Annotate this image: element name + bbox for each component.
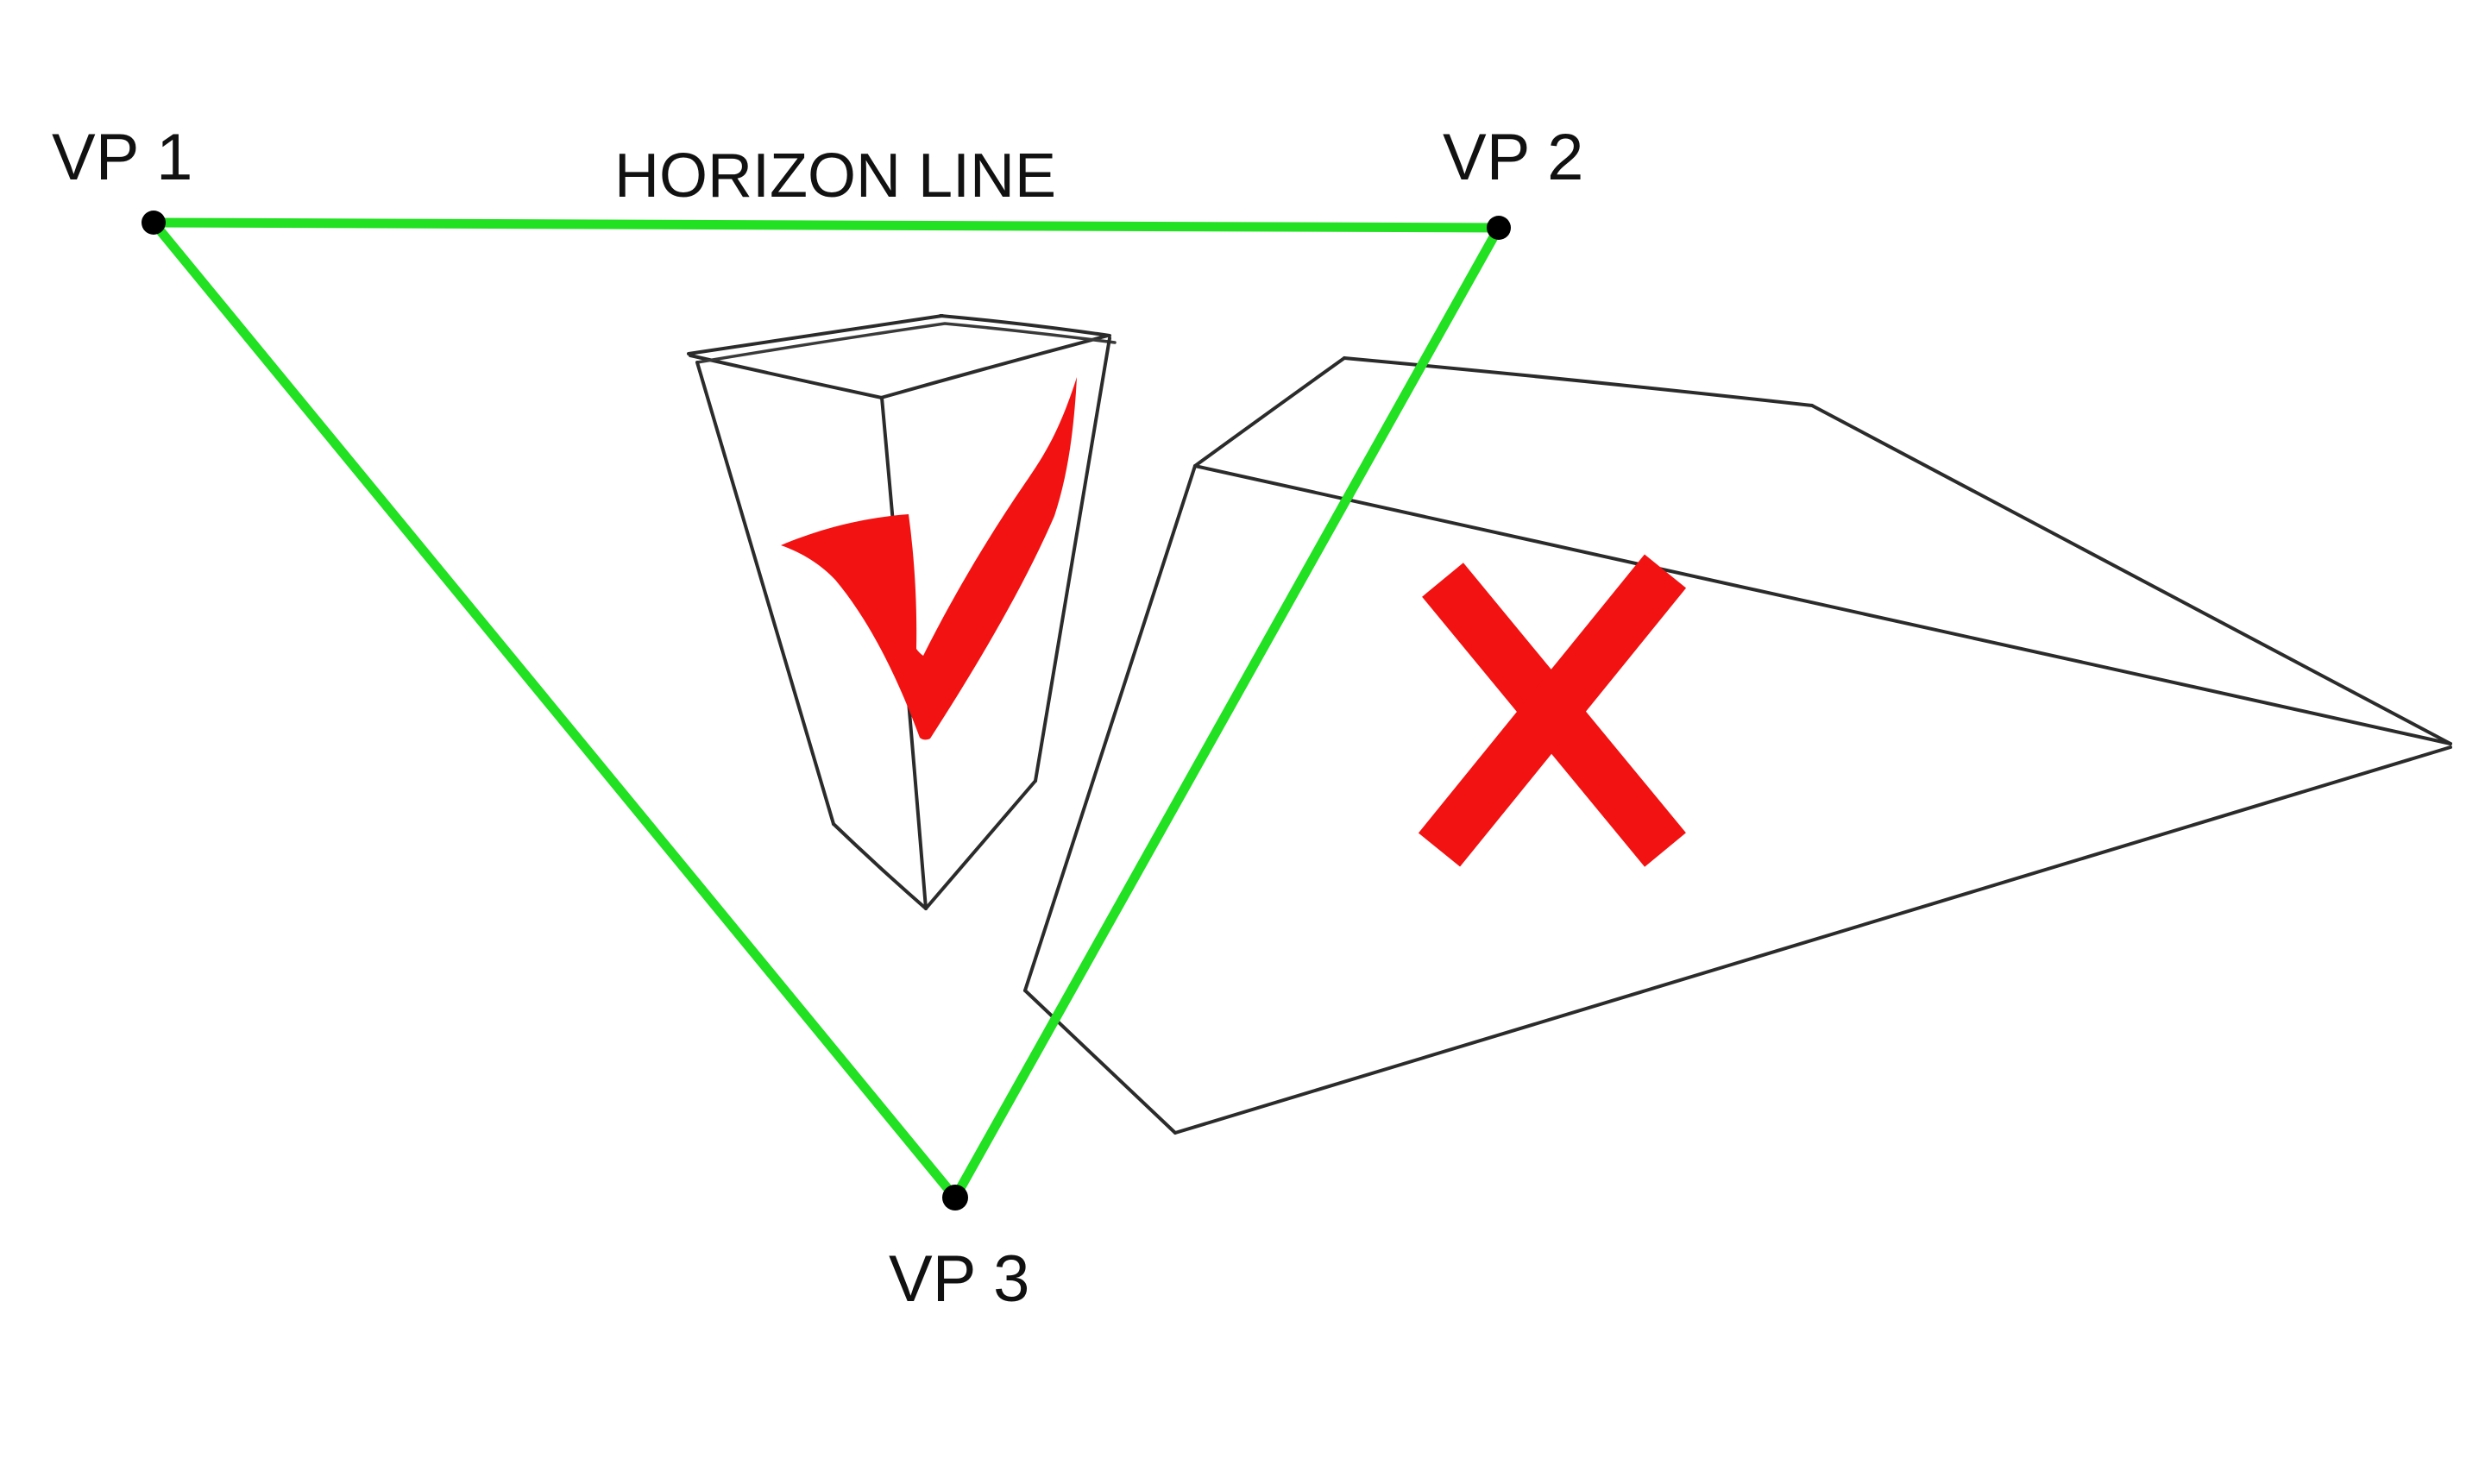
horizon-line-label: HORIZON LINE [614,141,1056,211]
wrong-edge-upper-right-descending [1810,404,2452,745]
box-top-face-edge-front-left [689,354,884,399]
box-top-face-edge-right-front [879,334,1110,399]
incorrect-shape-sketch [1023,356,2452,1135]
wrong-edge-bottom-long [1173,745,2452,1135]
cross-mark-icon [1418,554,1687,867]
wrong-edge-middle-long [1193,464,2452,745]
vp1-label: VP 1 [52,121,192,194]
horizon-line [153,217,1500,233]
box-bottom-edge-front-right [924,779,1037,910]
triangle-edge-vp1-vp3 [149,219,959,1201]
check-mark-icon [781,377,1077,740]
box-top-rim-inner [695,322,1117,364]
box-vertical-edge-left [695,361,835,826]
vp2-label: VP 2 [1443,121,1583,194]
box-bottom-edge-left-front [832,822,928,910]
box-top-face-edge-back-right [939,314,1111,337]
triangle-edge-vp2-vp3 [951,225,1503,1200]
vp3-dot [942,1185,968,1210]
wrong-edge-peak-to-left [1193,356,1346,468]
vanishing-point-triangle [149,217,1503,1201]
wrong-edge-bottom-left-short [1023,989,1177,1135]
vp2-dot [1487,216,1511,240]
vp3-label: VP 3 [889,1242,1029,1316]
box-vertical-edge-right [1034,336,1111,783]
wrong-edge-top-ridge [1343,356,1814,407]
vp1-dot [142,211,166,235]
wrong-edge-left-vertical [1023,464,1197,992]
box-top-face-edge-left-back [687,314,944,355]
